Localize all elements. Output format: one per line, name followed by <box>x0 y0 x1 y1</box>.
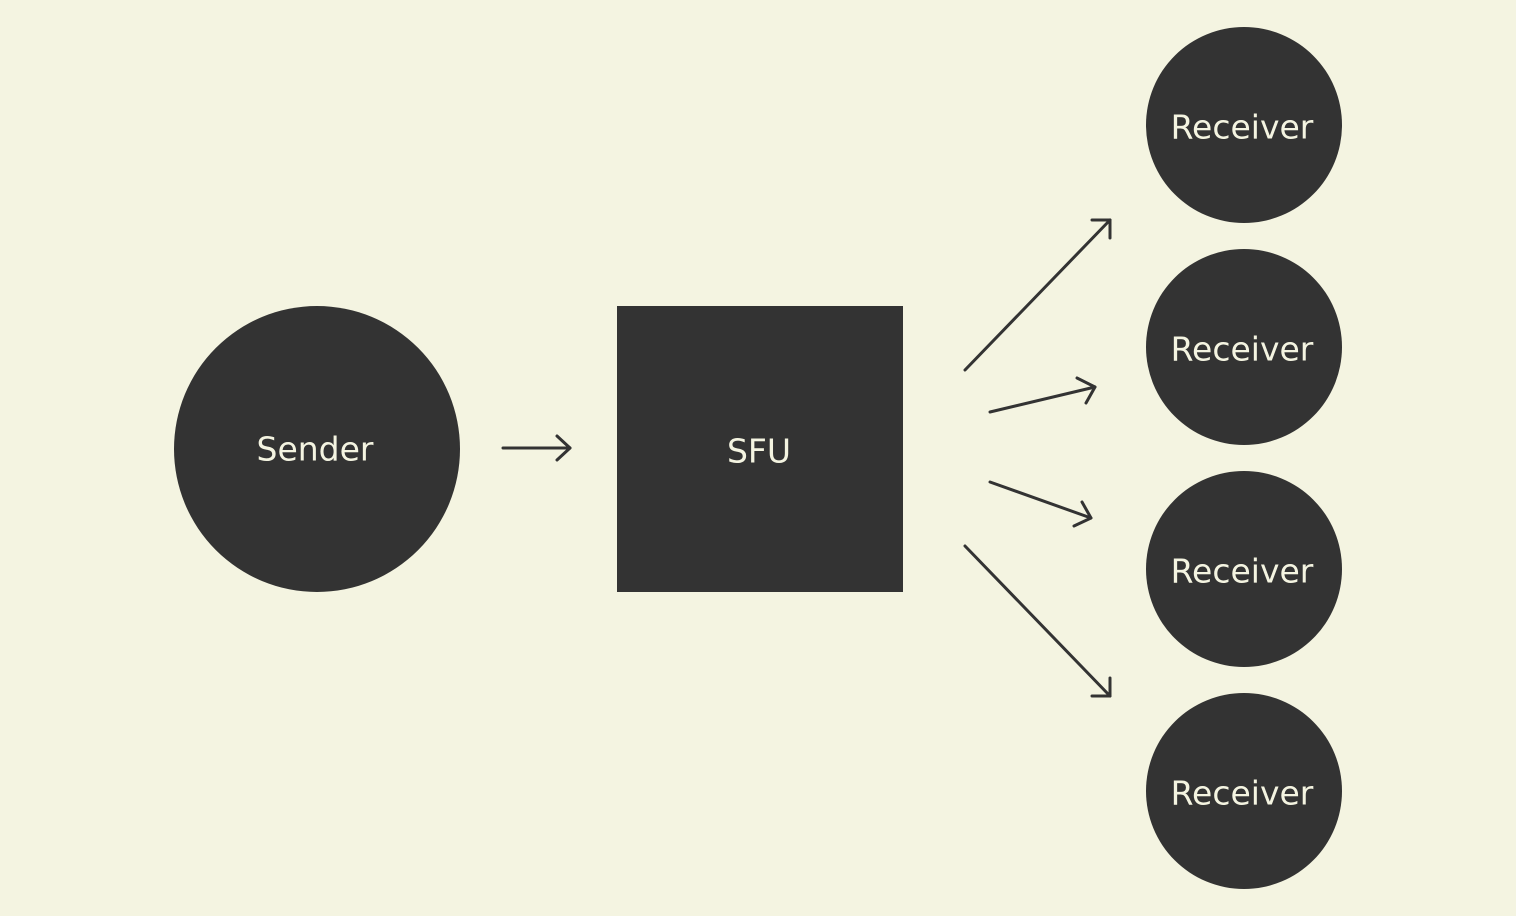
arrow-sfu-to-receiver-2 <box>988 376 1097 414</box>
arrow-sender-to-sfu <box>501 434 572 462</box>
receiver-circle <box>1146 471 1342 667</box>
receiver-node: Receiver <box>1146 249 1342 445</box>
receiver-label: Receiver <box>1171 108 1314 147</box>
sfu-label: SFU <box>727 432 791 471</box>
receiver-node: Receiver <box>1146 693 1342 889</box>
arrow-sfu-to-receiver-4 <box>963 544 1112 698</box>
arrow-sfu-to-receiver-3 <box>988 480 1093 528</box>
receiver-label: Receiver <box>1171 552 1314 591</box>
sfu-box <box>617 306 903 592</box>
receiver-label: Receiver <box>1171 330 1314 369</box>
receiver-node: Receiver <box>1146 471 1342 667</box>
arrow-sfu-to-receiver-1 <box>963 218 1112 372</box>
sender-circle <box>174 306 460 592</box>
receiver-node: Receiver <box>1146 27 1342 223</box>
receiver-circle <box>1146 27 1342 223</box>
sfu-node: SFU <box>617 306 903 592</box>
receiver-circle <box>1146 693 1342 889</box>
receiver-circle <box>1146 249 1342 445</box>
receiver-label: Receiver <box>1171 774 1314 813</box>
sender-label: Sender <box>257 430 374 469</box>
sender-node: Sender <box>174 306 460 592</box>
